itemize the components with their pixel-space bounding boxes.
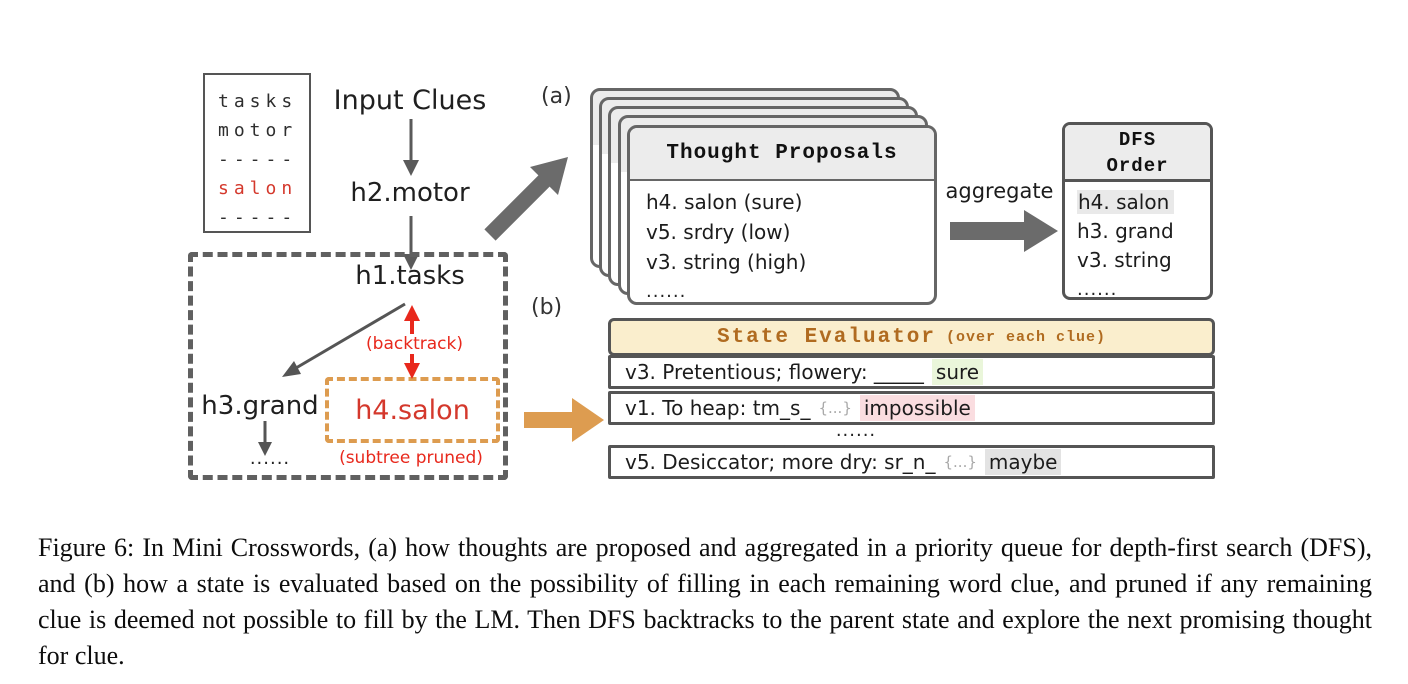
marker-a: (a)	[541, 84, 572, 109]
thought-proposals-card: Thought Proposals h4. salon (sure) v5. s…	[627, 125, 937, 305]
dfs-order-title: DFS Order	[1065, 125, 1210, 182]
tree-node-h4-salon: h4.salon	[355, 394, 470, 426]
dfs-order-box: DFS Order h4. salon h3. grand v3. string…	[1062, 122, 1213, 300]
verdict-sure: sure	[931, 359, 984, 385]
dfs-order-item: v3. string	[1077, 248, 1172, 272]
state-evaluator-subtitle: (over each clue)	[946, 328, 1107, 346]
omitted-braces: {...}	[943, 453, 977, 471]
verdict-maybe: maybe	[984, 449, 1062, 475]
tree-node-h2-motor: h2.motor	[350, 178, 470, 208]
dfs-order-title-line2: Order	[1106, 155, 1169, 177]
proposal-ellipsis: ......	[646, 281, 687, 302]
omitted-braces: {...}	[818, 399, 852, 417]
verdict-impossible: impossible	[859, 395, 975, 421]
tree-node-h3-grand: h3.grand	[201, 391, 319, 421]
arrow-h1-to-h3-icon	[282, 302, 406, 377]
proposal-item: h4. salon (sure)	[646, 190, 803, 214]
evaluator-row-v1: v1. To heap: tm_s_ {...} impossible	[608, 391, 1215, 425]
arrow-input-to-h2-icon	[403, 119, 419, 176]
board-row-tasks: tasks	[218, 91, 298, 112]
aggregate-arrow-icon	[950, 210, 1058, 252]
board-row-salon: salon	[218, 178, 298, 199]
proposal-item: v3. string (high)	[646, 250, 807, 274]
tree-node-h1-tasks: h1.tasks	[355, 261, 465, 291]
marker-b: (b)	[531, 295, 563, 320]
proposal-item: v5. srdry (low)	[646, 220, 791, 244]
board-row-motor: motor	[218, 120, 298, 141]
arrow-h3-down-icon	[258, 421, 272, 456]
input-clues-title: Input Clues	[333, 85, 487, 116]
evaluate-arrow-icon	[524, 398, 604, 442]
arrow-h2-to-h1-icon	[403, 216, 419, 270]
pruned-node-box: h4.salon	[325, 377, 500, 443]
backtrack-label: (backtrack)	[357, 334, 472, 354]
state-evaluator-title: State Evaluator	[716, 325, 936, 349]
figure-caption: Figure 6: In Mini Crosswords, (a) how th…	[38, 533, 1372, 670]
dfs-order-title-line1: DFS	[1118, 129, 1157, 151]
search-state-box	[188, 252, 508, 480]
clue-text: v3. Pretentious; flowery: _____	[625, 360, 924, 384]
dfs-order-item: h3. grand	[1077, 219, 1174, 243]
evaluator-ellipsis: ......	[835, 420, 877, 441]
dfs-order-item-top: h4. salon	[1077, 190, 1175, 214]
subtree-pruned-label: (subtree pruned)	[339, 448, 483, 468]
aggregate-label: aggregate	[945, 179, 1054, 203]
board-row-blank-1: -----	[218, 149, 298, 170]
evaluator-row-v5: v5. Desiccator; more dry: sr_n_ {...} ma…	[608, 445, 1215, 479]
crossword-board: tasks motor ----- salon -----	[203, 73, 311, 233]
clue-text: v5. Desiccator; more dry: sr_n_	[625, 450, 936, 474]
h3-children-ellipsis: ......	[249, 448, 291, 469]
board-row-blank-2: -----	[218, 207, 298, 228]
evaluator-row-v3: v3. Pretentious; flowery: _____ sure	[608, 355, 1215, 389]
propose-arrow-icon	[484, 157, 568, 241]
clue-text: v1. To heap: tm_s_	[625, 396, 811, 420]
dfs-order-ellipsis: ......	[1077, 279, 1118, 300]
thought-proposals-title: Thought Proposals	[630, 128, 934, 181]
state-evaluator-header: State Evaluator (over each clue)	[608, 318, 1215, 356]
